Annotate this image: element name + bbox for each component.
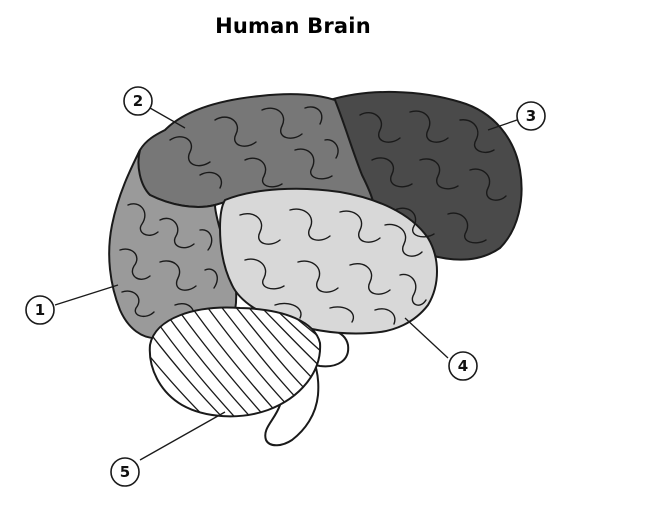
callout-1-label: 1: [35, 301, 45, 319]
callout-5-label: 5: [120, 463, 130, 481]
callout-2: 2: [123, 86, 153, 116]
callout-3-label: 3: [526, 107, 536, 125]
callout-4-label: 4: [458, 357, 468, 375]
diagram-title: Human Brain: [215, 14, 371, 38]
callout-3: 3: [516, 101, 546, 131]
callout-leaders: [54, 107, 518, 461]
callout-1: 1: [25, 295, 55, 325]
callout-4: 4: [448, 351, 478, 381]
callout-2-label: 2: [133, 92, 143, 110]
temporal-lobe: [218, 187, 438, 335]
callout-5: 5: [110, 457, 140, 487]
gyri-texture: [119, 106, 507, 325]
